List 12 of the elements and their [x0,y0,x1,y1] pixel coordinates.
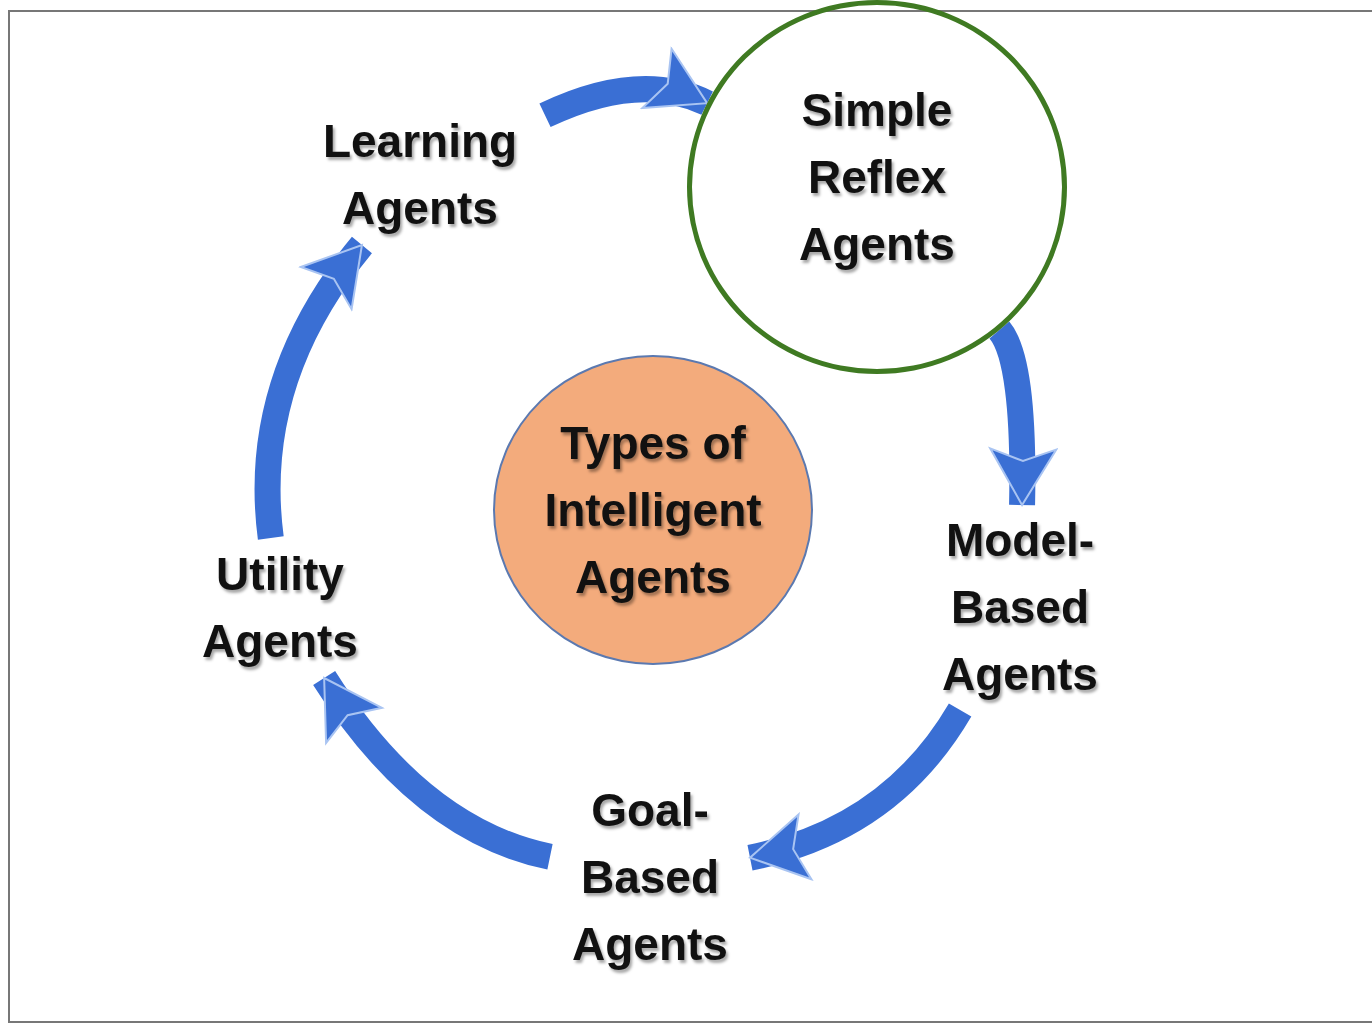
agent-type-label: Utility Agents [180,538,380,678]
center-title: Types of Intelligent Agents [543,415,763,605]
agent-type-label: Learning Agents [295,105,545,245]
curved-arrow [747,703,972,879]
highlight-circle [687,0,1067,374]
curved-arrow [539,49,713,128]
curved-arrow [988,322,1057,506]
agent-type-label: Model-Based Agents [915,505,1125,710]
curved-arrow [313,670,554,870]
agent-type-label: Goal-Based Agents [550,775,750,980]
curved-arrow [254,237,373,540]
agent-type-label: Simple Reflex Agents [798,82,956,272]
